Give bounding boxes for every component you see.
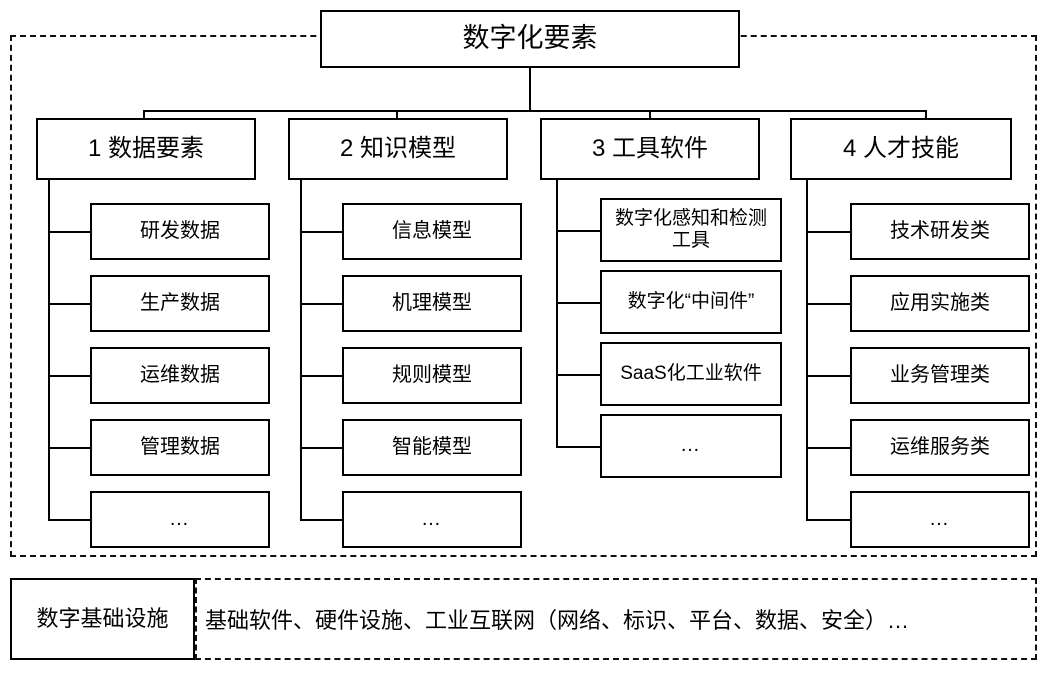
leaf-label: 运维数据	[140, 363, 220, 386]
root-node-digital-elements[interactable]: 数字化要素	[320, 10, 740, 68]
infrastructure-label: 数字基础设施	[36, 606, 169, 632]
leaf-node-more[interactable]: …	[342, 491, 522, 548]
leaf-node[interactable]: 研发数据	[90, 203, 270, 260]
leaf-label: 生产数据	[140, 291, 220, 314]
leaf-node[interactable]: 运维服务类	[850, 419, 1030, 476]
leaf-node[interactable]: 智能模型	[342, 419, 522, 476]
stub-1-2	[48, 303, 90, 305]
leaf-label: 技术研发类	[890, 219, 990, 242]
stub-2-4	[300, 447, 342, 449]
stub-3-2	[556, 302, 600, 304]
spine-category-2	[300, 180, 302, 520]
leaf-label: 数字化感知和检测工具	[614, 207, 767, 251]
connector-bus	[143, 110, 927, 112]
leaf-node[interactable]: 规则模型	[342, 347, 522, 404]
stub-4-2	[806, 303, 850, 305]
infrastructure-description: 基础软件、硬件设施、工业互联网（网络、标识、平台、数据、安全）…	[205, 608, 910, 633]
spine-category-3	[556, 180, 558, 448]
leaf-node[interactable]: 数字化感知和检测工具	[600, 198, 782, 262]
stub-1-3	[48, 375, 90, 377]
leaf-node[interactable]: SaaS化工业软件	[600, 342, 782, 406]
leaf-node[interactable]: 技术研发类	[850, 203, 1030, 260]
stub-2-2	[300, 303, 342, 305]
connector-drop-3	[649, 110, 651, 120]
connector-drop-2	[396, 110, 398, 120]
category-label-3: 3 工具软件	[591, 134, 708, 162]
root-node-label: 数字化要素	[462, 23, 598, 54]
leaf-label: …	[421, 507, 443, 530]
leaf-node[interactable]: 运维数据	[90, 347, 270, 404]
leaf-node[interactable]: 信息模型	[342, 203, 522, 260]
stub-4-4	[806, 447, 850, 449]
leaf-label: 运维服务类	[890, 435, 990, 458]
stub-4-3	[806, 375, 850, 377]
connector-root-stem	[529, 68, 531, 112]
leaf-label: 信息模型	[392, 219, 472, 242]
leaf-label: …	[680, 434, 702, 457]
stub-3-4	[556, 446, 600, 448]
leaf-label: 管理数据	[140, 435, 220, 458]
leaf-label: 应用实施类	[890, 291, 990, 314]
category-label-1: 1 数据要素	[87, 134, 204, 162]
leaf-label: …	[929, 507, 951, 530]
category-label-4: 4 人才技能	[842, 134, 959, 162]
stub-1-1	[48, 231, 90, 233]
leaf-label: 数字化“中间件”	[627, 290, 755, 312]
leaf-node-more[interactable]: …	[90, 491, 270, 548]
leaf-label: 规则模型	[392, 363, 472, 386]
leaf-node[interactable]: 管理数据	[90, 419, 270, 476]
stub-3-1	[556, 230, 600, 232]
infrastructure-label-box[interactable]: 数字基础设施	[10, 578, 195, 660]
category-label-2: 2 知识模型	[339, 134, 456, 162]
stub-1-5	[48, 519, 90, 521]
leaf-label: 智能模型	[392, 435, 472, 458]
stub-3-3	[556, 374, 600, 376]
leaf-node[interactable]: 生产数据	[90, 275, 270, 332]
category-node-tool-software[interactable]: 3 工具软件	[540, 118, 760, 180]
connector-drop-4	[925, 110, 927, 120]
leaf-label: …	[169, 507, 191, 530]
stub-2-5	[300, 519, 342, 521]
stub-4-1	[806, 231, 850, 233]
category-node-knowledge-models[interactable]: 2 知识模型	[288, 118, 508, 180]
leaf-node[interactable]: 数字化“中间件”	[600, 270, 782, 334]
leaf-label: 研发数据	[140, 219, 220, 242]
category-node-talent-skills[interactable]: 4 人才技能	[790, 118, 1012, 180]
stub-2-3	[300, 375, 342, 377]
category-node-data-elements[interactable]: 1 数据要素	[36, 118, 256, 180]
leaf-label: 业务管理类	[890, 363, 990, 386]
infrastructure-dashed-region	[195, 578, 1037, 660]
leaf-node[interactable]: 应用实施类	[850, 275, 1030, 332]
leaf-node[interactable]: 业务管理类	[850, 347, 1030, 404]
leaf-label: 机理模型	[392, 291, 472, 314]
leaf-node-more[interactable]: …	[600, 414, 782, 478]
spine-category-4	[806, 180, 808, 520]
spine-category-1	[48, 180, 50, 520]
leaf-node-more[interactable]: …	[850, 491, 1030, 548]
stub-2-1	[300, 231, 342, 233]
connector-drop-1	[143, 110, 145, 120]
stub-1-4	[48, 447, 90, 449]
leaf-label: SaaS化工业软件	[620, 362, 762, 384]
stub-4-5	[806, 519, 850, 521]
leaf-node[interactable]: 机理模型	[342, 275, 522, 332]
